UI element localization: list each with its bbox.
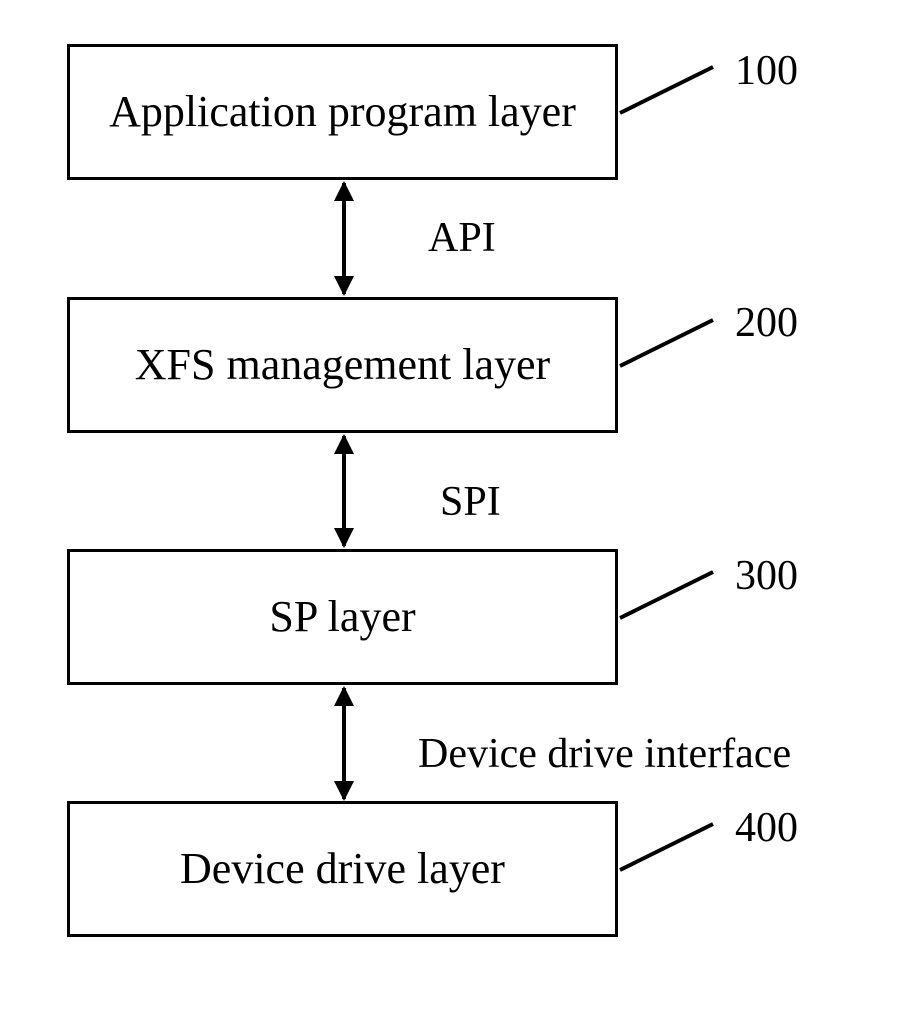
api-label: API <box>428 217 496 259</box>
ref-numeral-300: 300 <box>735 555 798 597</box>
leader-line-100 <box>620 67 713 113</box>
leader-line-300 <box>620 572 713 618</box>
ref-numeral-400: 400 <box>735 807 798 849</box>
xfs-management-layer-label: XFS management layer <box>135 343 550 387</box>
ref-numeral-200: 200 <box>735 302 798 344</box>
leader-line-400 <box>620 824 713 870</box>
sp-layer-box: SP layer <box>67 549 618 685</box>
sp-layer-label: SP layer <box>269 595 415 639</box>
device-drive-layer-label: Device drive layer <box>180 847 505 891</box>
device-drive-interface-label: Device drive interface <box>418 733 791 775</box>
application-program-layer-box: Application program layer <box>67 44 618 180</box>
ref-numeral-100: 100 <box>735 50 798 92</box>
application-program-layer-label: Application program layer <box>109 90 576 134</box>
xfs-management-layer-box: XFS management layer <box>67 297 618 433</box>
leader-line-200 <box>620 320 713 366</box>
device-drive-layer-box: Device drive layer <box>67 801 618 937</box>
spi-label: SPI <box>440 481 501 523</box>
